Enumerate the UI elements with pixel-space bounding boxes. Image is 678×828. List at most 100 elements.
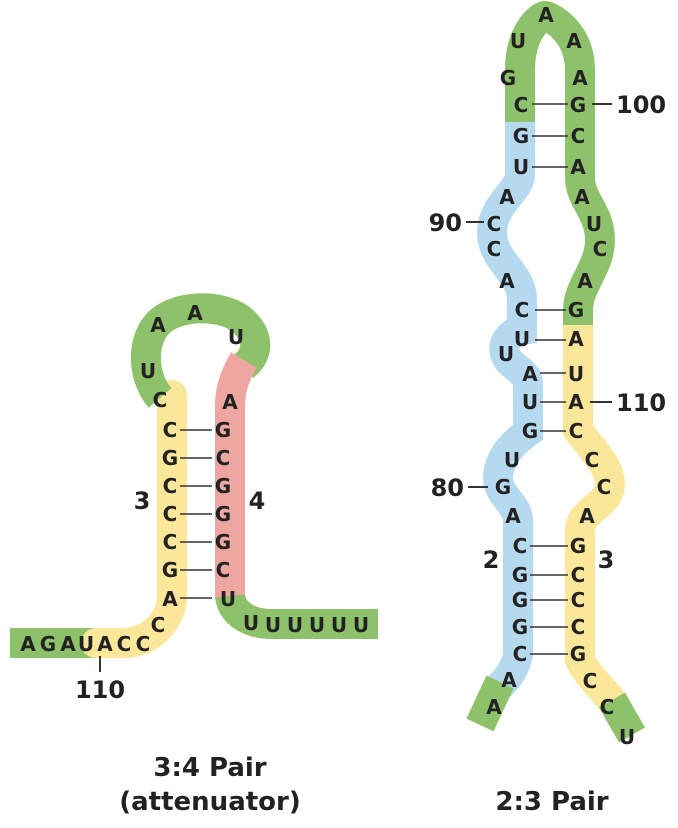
nucleotide: U — [568, 362, 584, 386]
nucleotide: G — [40, 632, 56, 656]
nucleotide: U — [522, 390, 538, 414]
nucleotide: U — [228, 325, 244, 349]
right-caption: 2:3 Pair — [495, 787, 608, 817]
nucleotide: G — [570, 534, 586, 558]
nucleotide: A — [501, 668, 517, 692]
nucleotide: G — [568, 298, 584, 322]
nucleotide: A — [568, 390, 584, 414]
nucleotide: U — [586, 212, 602, 236]
nucleotide: C — [585, 448, 600, 472]
loop-green-band — [130, 293, 271, 408]
left-position-label: 110 — [75, 676, 125, 704]
region-4-label: 4 — [249, 487, 266, 515]
nucleotide: G — [500, 66, 516, 90]
region-2-label: 2 — [483, 546, 500, 574]
loop-green-band — [505, 0, 616, 330]
nucleotide: A — [538, 3, 554, 27]
nucleotide: G — [215, 530, 231, 554]
nucleotide: A — [20, 632, 36, 656]
nucleotide: C — [487, 237, 502, 261]
nucleotide: U — [353, 613, 369, 637]
nucleotide: C — [216, 558, 231, 582]
nucleotide: C — [163, 418, 178, 442]
nucleotide: A — [499, 185, 515, 209]
nucleotide: A — [222, 390, 238, 414]
nucleotide: C — [153, 388, 168, 412]
nucleotide: G — [215, 474, 231, 498]
region-3-label: 3 — [598, 546, 615, 574]
nucleotide: A — [574, 185, 590, 209]
nucleotide: G — [495, 475, 511, 499]
right-nucleotide-letters: A U A G A C G U A C C A C U U A U G U G … — [486, 3, 635, 749]
nucleotide: C — [593, 237, 608, 261]
right-tail-green-band — [598, 692, 646, 743]
nucleotide: G — [512, 588, 528, 612]
nucleotide: U — [78, 632, 94, 656]
nucleotide: A — [572, 66, 588, 90]
left-nucleotide-letters: A G A U A C C C A G C C C G C C U A A U … — [20, 301, 369, 656]
nucleotide: C — [487, 212, 502, 236]
nucleotide: U — [513, 155, 529, 179]
nucleotide: C — [163, 530, 178, 554]
nucleotide: U — [498, 342, 514, 366]
nucleotide: G — [162, 446, 178, 470]
nucleotide: A — [150, 313, 166, 337]
left-caption-line2: (attenuator) — [119, 787, 300, 817]
nucleotide: C — [216, 446, 231, 470]
position-label-90: 90 — [429, 209, 462, 237]
nucleotide: G — [570, 642, 586, 666]
nucleotide: G — [513, 124, 529, 148]
region-2-blue-band — [476, 112, 543, 701]
nucleotide: C — [600, 695, 615, 719]
nucleotide: A — [579, 504, 595, 528]
nucleotide: C — [571, 588, 586, 612]
nucleotide: C — [513, 534, 528, 558]
nucleotide: A — [60, 632, 76, 656]
nucleotide: U — [309, 613, 325, 637]
nucleotide: U — [510, 29, 526, 53]
nucleotide: C — [571, 124, 586, 148]
nucleotide: C — [163, 474, 178, 498]
right-tail-green-band — [215, 592, 378, 639]
nucleotide: A — [566, 29, 582, 53]
nucleotide: U — [265, 613, 281, 637]
left-caption-line1: 3:4 Pair — [153, 753, 266, 783]
nucleotide: C — [163, 502, 178, 526]
nucleotide: G — [522, 419, 538, 443]
nucleotide: U — [220, 587, 236, 611]
nucleotide: A — [568, 327, 584, 351]
region-3-yellow-band — [81, 380, 187, 658]
nucleotide: C — [571, 615, 586, 639]
nucleotide: A — [162, 587, 178, 611]
nucleotide: U — [504, 448, 520, 472]
nucleotide: C — [513, 642, 528, 666]
nucleotide: G — [570, 93, 586, 117]
position-label-110: 110 — [616, 389, 666, 417]
nucleotide: A — [486, 695, 502, 719]
nucleotide: A — [187, 301, 203, 325]
nucleotide: C — [569, 419, 584, 443]
nucleotide: A — [570, 155, 586, 179]
position-label-80: 80 — [431, 474, 464, 502]
left-base-pair-bonds — [180, 429, 212, 599]
left-tail-green-band — [466, 675, 514, 732]
nucleotide: G — [215, 502, 231, 526]
position-label-100: 100 — [616, 91, 666, 119]
nucleotide: U — [331, 613, 347, 637]
nucleotide: G — [512, 563, 528, 587]
nucleotide: C — [117, 632, 132, 656]
nucleotide: G — [512, 615, 528, 639]
nucleotide: C — [597, 475, 612, 499]
nucleotide: U — [619, 725, 635, 749]
nucleotide: A — [522, 362, 538, 386]
nucleotide: U — [140, 359, 156, 383]
nucleotide: C — [514, 93, 529, 117]
nucleotide: C — [515, 298, 530, 322]
left-strand-backbone — [10, 293, 378, 658]
region-4-red-band — [215, 352, 258, 598]
nucleotide: G — [162, 558, 178, 582]
nucleotide: A — [499, 269, 515, 293]
nucleotide: C — [136, 632, 151, 656]
